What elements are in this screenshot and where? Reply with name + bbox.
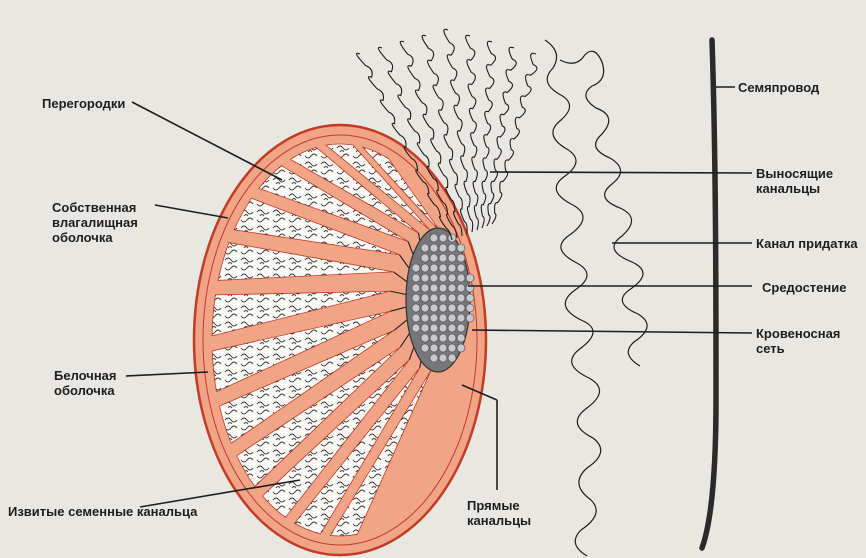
rete-node bbox=[412, 264, 420, 272]
rete-node bbox=[439, 334, 447, 342]
rete-node bbox=[466, 294, 474, 302]
rete-node bbox=[439, 244, 447, 252]
rete-node bbox=[421, 324, 429, 332]
rete-node bbox=[448, 354, 456, 362]
rete-node bbox=[412, 304, 420, 312]
mediastinum bbox=[406, 228, 474, 372]
rete-node bbox=[448, 334, 456, 342]
rete-node bbox=[421, 254, 429, 262]
label-efferent-ducts: Выносящие канальцы bbox=[756, 166, 833, 196]
rete-node bbox=[439, 354, 447, 362]
rete-node bbox=[421, 314, 429, 322]
rete-node bbox=[466, 314, 474, 322]
rete-node bbox=[430, 264, 438, 272]
rete-node bbox=[430, 294, 438, 302]
rete-node bbox=[457, 294, 465, 302]
label-tunica-albuginea: Белочная оболочка bbox=[54, 368, 117, 398]
rete-node bbox=[430, 254, 438, 262]
rete-node bbox=[448, 294, 456, 302]
rete-node bbox=[457, 264, 465, 272]
rete-node bbox=[430, 244, 438, 252]
label-septa: Перегородки bbox=[42, 96, 125, 111]
rete-node bbox=[457, 344, 465, 352]
rete-node bbox=[448, 304, 456, 312]
rete-node bbox=[457, 244, 465, 252]
rete-node bbox=[421, 304, 429, 312]
rete-node bbox=[448, 254, 456, 262]
rete-node bbox=[448, 264, 456, 272]
efferent-duct bbox=[492, 53, 537, 224]
rete-node bbox=[448, 324, 456, 332]
rete-node bbox=[457, 324, 465, 332]
rete-node bbox=[421, 294, 429, 302]
rete-node bbox=[421, 264, 429, 272]
rete-node bbox=[421, 344, 429, 352]
label-straight-tubules: Прямые канальцы bbox=[467, 498, 531, 528]
rete-node bbox=[430, 234, 438, 242]
rete-node bbox=[430, 314, 438, 322]
label-rete-testis: Кровеносная сеть bbox=[756, 326, 840, 356]
rete-node bbox=[439, 314, 447, 322]
label-vas-deferens: Семяпровод bbox=[738, 80, 819, 95]
rete-node bbox=[439, 284, 447, 292]
efferent-duct bbox=[487, 47, 516, 226]
epididymis-duct bbox=[545, 40, 647, 556]
rete-node bbox=[439, 344, 447, 352]
rete-node bbox=[439, 254, 447, 262]
rete-node bbox=[448, 344, 456, 352]
rete-node bbox=[439, 304, 447, 312]
rete-node bbox=[439, 274, 447, 282]
rete-node bbox=[439, 324, 447, 332]
rete-node bbox=[421, 334, 429, 342]
label-mediastinum: Средостение bbox=[762, 280, 846, 295]
rete-node bbox=[457, 334, 465, 342]
rete-node bbox=[457, 254, 465, 262]
efferent-duct bbox=[481, 41, 495, 228]
rete-node bbox=[439, 264, 447, 272]
rete-node bbox=[412, 284, 420, 292]
rete-node bbox=[430, 304, 438, 312]
rete-node bbox=[448, 244, 456, 252]
rete-node bbox=[466, 274, 474, 282]
label-epididymis-duct: Канал придатка bbox=[756, 236, 858, 251]
rete-node bbox=[448, 274, 456, 282]
vas-deferens bbox=[702, 40, 716, 548]
rete-node bbox=[421, 244, 429, 252]
rete-node bbox=[439, 234, 447, 242]
rete-node bbox=[466, 304, 474, 312]
rete-node bbox=[412, 314, 420, 322]
rete-node bbox=[430, 344, 438, 352]
rete-node bbox=[412, 324, 420, 332]
rete-node bbox=[430, 354, 438, 362]
label-seminiferous-tubules: Извитые семенные канальца bbox=[8, 504, 197, 519]
rete-node bbox=[457, 314, 465, 322]
rete-node bbox=[430, 284, 438, 292]
rete-node bbox=[439, 294, 447, 302]
rete-node bbox=[430, 334, 438, 342]
rete-node bbox=[412, 294, 420, 302]
efferent-duct bbox=[466, 35, 479, 230]
rete-node bbox=[448, 284, 456, 292]
rete-node bbox=[421, 274, 429, 282]
rete-node bbox=[412, 274, 420, 282]
rete-node bbox=[448, 314, 456, 322]
rete-node bbox=[457, 274, 465, 282]
rete-node bbox=[430, 274, 438, 282]
rete-node bbox=[457, 304, 465, 312]
rete-node bbox=[421, 284, 429, 292]
rete-node bbox=[430, 324, 438, 332]
label-tunica-vaginalis: Собственная влагалищная оболочка bbox=[52, 200, 138, 245]
rete-node bbox=[457, 284, 465, 292]
